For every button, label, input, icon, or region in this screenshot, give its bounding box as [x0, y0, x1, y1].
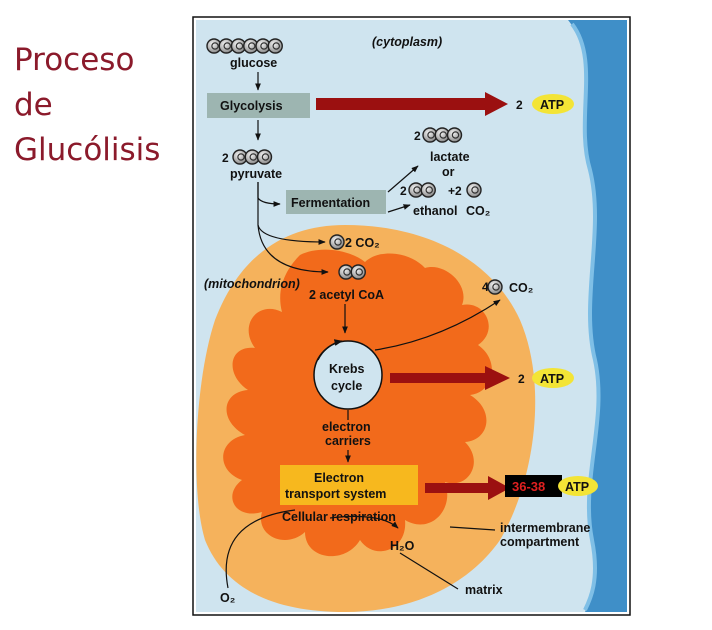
krebs-cycle-arrow — [317, 339, 343, 361]
krebs-atp-badge — [532, 368, 574, 388]
arrow-to-h2o — [329, 515, 399, 529]
carbon-atom-ring — [261, 153, 270, 161]
carbon-atom-ring — [471, 186, 479, 194]
cytoplasm-label: (cytoplasm) — [372, 35, 442, 49]
matrix-label: matrix — [465, 583, 503, 597]
intermembrane-label-line-2: compartment — [500, 535, 580, 549]
mitochondrion-label: (mitochondrion) — [204, 277, 300, 291]
lactate-count: 2 — [414, 129, 421, 143]
glucose-label: glucose — [230, 56, 277, 70]
glycolysis-atp-arrow — [316, 92, 508, 116]
acetyl-coa-molecule — [338, 264, 366, 280]
pyruvate-molecule — [232, 149, 273, 165]
carbon-atom-ring — [237, 153, 245, 161]
acetyl-coa-label: 2 acetyl CoA — [309, 288, 384, 302]
fermentation-co2-label: CO₂ — [466, 204, 490, 218]
krebs-atp-label: ATP — [540, 372, 564, 386]
carbon-atom — [350, 264, 366, 280]
ets-atp-count-box — [505, 475, 562, 497]
carbon-atom — [329, 234, 345, 250]
electron-carriers-line-1: electron — [322, 420, 371, 434]
matrix-pointer — [399, 552, 459, 590]
ets-atp-badge — [558, 476, 598, 496]
o2-line — [225, 509, 296, 589]
carbon-atom-ring — [272, 42, 281, 50]
carbon-atom-ring — [451, 131, 460, 139]
lactate-molecule — [422, 127, 463, 143]
slide-title: Proceso de Glucólisis — [14, 38, 184, 173]
co2-4-count: 4 — [482, 280, 489, 294]
arrow-pyruvate-acetyl — [257, 224, 329, 275]
glycolysis-label: Glycolysis — [220, 99, 283, 113]
ethanol-plus: +2 — [448, 184, 462, 198]
carbon-atom-ring — [223, 42, 232, 50]
pyruvate-label: pyruvate — [230, 167, 282, 181]
carbon-atom-ring — [427, 131, 435, 139]
glucose-molecule — [206, 38, 283, 54]
krebs-atp-arrow — [390, 366, 510, 390]
glycolysis-box — [207, 93, 310, 118]
carbon-atom-ring — [334, 238, 342, 246]
carbon-atom — [420, 182, 436, 198]
cell-membrane — [568, 20, 627, 612]
co2-molecule — [329, 234, 345, 250]
carbon-atom-ring — [492, 283, 500, 291]
krebs-label-line-1: Krebs — [329, 362, 364, 376]
glycolysis-atp-label: ATP — [540, 98, 564, 112]
carbon-atom-ring — [211, 42, 219, 50]
arrow-to-lactate — [387, 165, 419, 193]
slide-title-line-1: Proceso — [14, 42, 135, 78]
intermembrane-pointer — [449, 526, 496, 531]
electron-carriers-line-2: carriers — [325, 434, 371, 448]
carbon-atom — [487, 279, 503, 295]
co2-2-label: 2 CO₂ — [345, 236, 380, 250]
glycolysis-atp-badge — [532, 94, 574, 114]
carbon-atom — [256, 149, 273, 165]
ets-atp-arrow — [425, 476, 510, 500]
co2-4-molecule — [487, 279, 503, 295]
glycolysis-atp-count: 2 — [516, 98, 523, 112]
fermentation-co2-molecule — [466, 182, 482, 198]
ethanol-molecule — [408, 182, 436, 198]
intermembrane-label-line-1: intermembrane — [500, 521, 590, 535]
carbon-atom — [446, 127, 463, 143]
krebs-label-line-2: cycle — [331, 379, 362, 393]
carbon-atom-ring — [248, 42, 256, 50]
lactate-label: lactate — [430, 150, 470, 164]
co2-4-label: CO₂ — [509, 281, 533, 295]
ethanol-count: 2 — [400, 184, 407, 198]
krebs-atp-count: 2 — [518, 372, 525, 386]
or-label: or — [442, 165, 455, 179]
carbon-atom-ring — [260, 42, 268, 50]
pyruvate-count: 2 — [222, 151, 229, 165]
slide-title-line-3: Glucólisis — [14, 132, 161, 168]
ets-label-line-2: transport system — [285, 487, 386, 501]
ethanol-label: ethanol — [413, 204, 457, 218]
ets-box — [280, 465, 418, 505]
carbon-atom-ring — [249, 153, 258, 161]
carbon-atom-ring — [355, 268, 364, 276]
carbon-atom-ring — [235, 42, 244, 50]
ets-atp-label: ATP — [565, 480, 589, 494]
h2o-label: H₂O — [390, 539, 415, 553]
carbon-atom — [267, 38, 283, 54]
arrow-to-ethanol — [387, 204, 411, 213]
carbon-atom-ring — [439, 131, 448, 139]
carbon-atom-ring — [343, 268, 351, 276]
fermentation-label: Fermentation — [291, 196, 370, 210]
carbon-atom — [466, 182, 482, 198]
cell-membrane-edge — [570, 22, 601, 611]
fermentation-box — [286, 190, 386, 214]
o2-label: O₂ — [220, 591, 235, 605]
carbon-atom-ring — [413, 186, 421, 194]
ets-label-line-1: Electron — [314, 471, 364, 485]
carbon-atom-ring — [425, 186, 434, 194]
arrow-krebs-co2 — [374, 299, 501, 351]
krebs-cycle — [313, 340, 383, 410]
slide-title-line-2: de — [14, 87, 53, 123]
ets-atp-count: 36-38 — [512, 479, 545, 494]
